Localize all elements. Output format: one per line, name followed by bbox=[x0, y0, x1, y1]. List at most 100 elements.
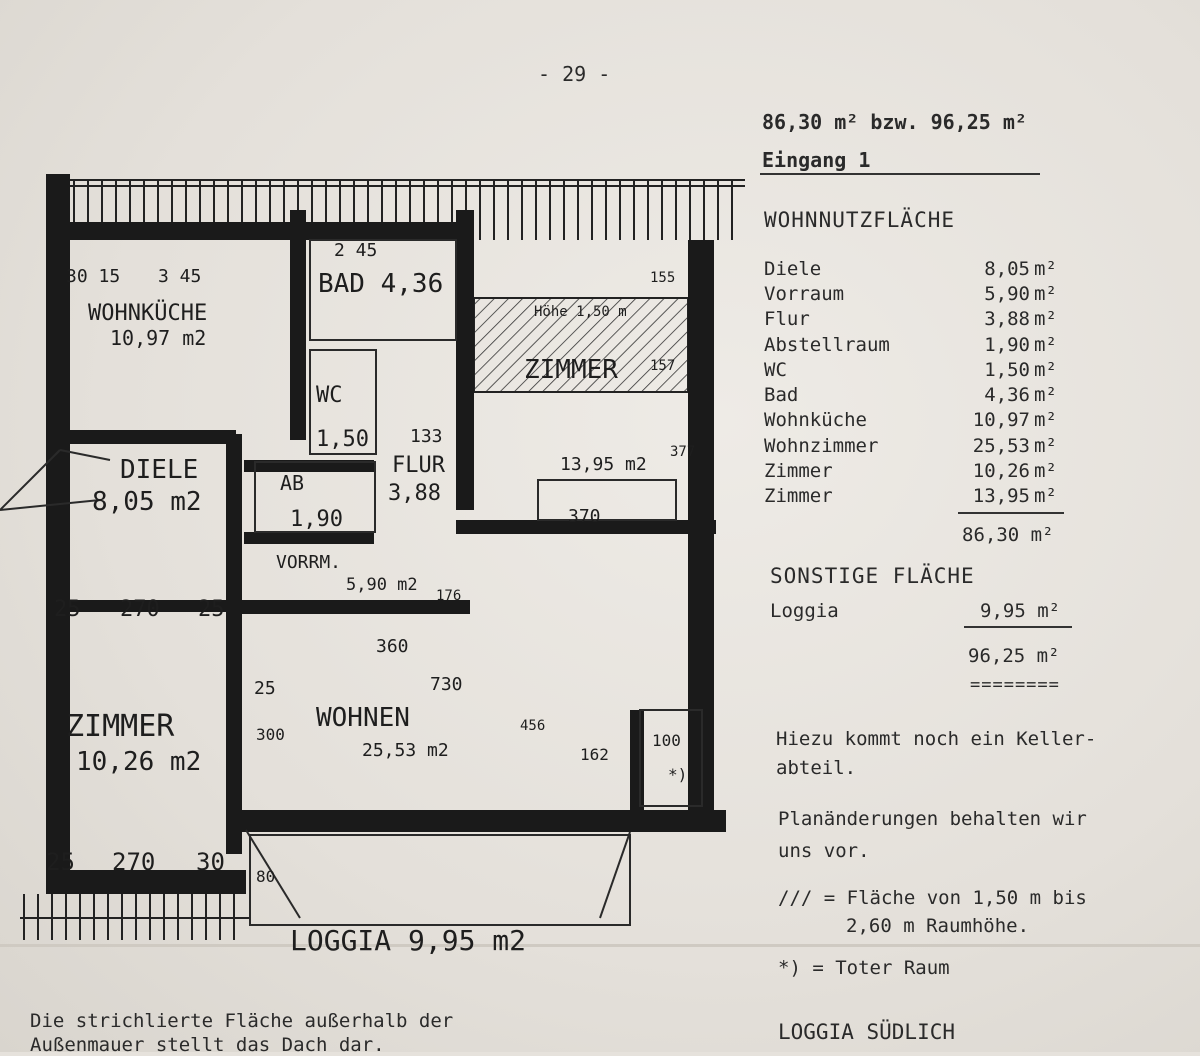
dim-label: 2 45 bbox=[334, 240, 377, 261]
dim-label: 456 bbox=[520, 718, 545, 734]
entrance-underline bbox=[760, 173, 1040, 175]
area-heading: 86,30 m² bzw. 96,25 m² bbox=[762, 110, 1027, 134]
dim-label: 270 bbox=[112, 848, 155, 876]
sum-line bbox=[958, 512, 1064, 514]
dim-label: 3 45 bbox=[158, 266, 201, 287]
area-row-value: 8,05 bbox=[984, 258, 1030, 280]
area-row-unit: m² bbox=[1034, 409, 1057, 431]
zimmer-south-label: ZIMMER bbox=[66, 709, 175, 744]
note-dead-space: *) = Toter Raum bbox=[778, 957, 950, 979]
loggia-orientation: LOGGIA SÜDLICH bbox=[778, 1020, 956, 1044]
roof-edge-top bbox=[46, 179, 745, 240]
area-row-value: 10,97 bbox=[972, 409, 1030, 431]
area-row-unit: m² bbox=[1034, 283, 1057, 305]
area-row-name: Bad bbox=[764, 384, 799, 406]
area-row-value: 13,95 bbox=[972, 485, 1030, 507]
dim-label: 133 bbox=[410, 426, 443, 447]
area-row-value: 5,90 bbox=[984, 283, 1030, 305]
zimmer-north-label: ZIMMER bbox=[524, 355, 618, 385]
vorrm-label: VORRM. bbox=[276, 552, 341, 573]
room-outlines bbox=[0, 239, 703, 926]
flur-area: 3,88 bbox=[388, 481, 441, 506]
footer-line-2: Außenmauer stellt das Dach dar. bbox=[30, 1034, 385, 1056]
note-aenderung-1: Planänderungen behalten wir bbox=[778, 808, 1087, 830]
area-row-value: 1,50 bbox=[984, 359, 1030, 381]
area-row-name: Wohnzimmer bbox=[764, 435, 879, 457]
dim-label: 370 bbox=[568, 506, 601, 527]
dimension-labels: 30 15 3 45 2 45 155 157 377 370 133 25 2… bbox=[46, 240, 695, 886]
dim-label: 25 bbox=[198, 597, 225, 622]
wohnen-area: 25,53 m2 bbox=[362, 740, 449, 761]
total-with-loggia: 96,25 m² bbox=[968, 645, 1060, 667]
area-row-name: Flur bbox=[764, 308, 810, 330]
area-row-name: WC bbox=[764, 359, 787, 381]
wohnen-label: WOHNEN bbox=[316, 703, 410, 733]
area-row-name: Abstellraum bbox=[764, 334, 890, 356]
dim-label: 25 bbox=[54, 597, 81, 622]
dim-label: 80 bbox=[256, 867, 275, 886]
dim-label: 270 bbox=[120, 597, 160, 622]
note-hatch-1: /// = Fläche von 1,50 m bis bbox=[778, 887, 1087, 909]
area-row-unit: m² bbox=[1034, 334, 1057, 356]
area-row-name: Zimmer bbox=[764, 460, 833, 482]
dim-label: 155 bbox=[650, 270, 675, 286]
wc-area: 1,50 bbox=[316, 427, 369, 452]
loggia-label: LOGGIA 9,95 m2 bbox=[290, 924, 526, 957]
dim-label: 100 bbox=[652, 731, 681, 750]
hoehe-label: Höhe 1,50 m bbox=[534, 304, 627, 320]
ab-label: AB bbox=[280, 471, 304, 495]
dim-label: 730 bbox=[430, 674, 463, 695]
area-total: 86,30 m² bbox=[962, 524, 1054, 546]
area-row-value: 1,90 bbox=[984, 334, 1030, 356]
area-row-unit: m² bbox=[1034, 485, 1057, 507]
paper-fold bbox=[0, 944, 1200, 947]
zimmer-north-area: 13,95 m2 bbox=[560, 454, 647, 475]
area-row-name: Diele bbox=[764, 258, 822, 280]
dim-label: 176 bbox=[436, 588, 461, 604]
dim-label: 360 bbox=[376, 636, 409, 657]
dim-label: 30 bbox=[196, 848, 225, 876]
area-row-name: Zimmer bbox=[764, 485, 833, 507]
note-keller-1: Hiezu kommt noch ein Keller- bbox=[776, 728, 1097, 750]
dim-label: 377 bbox=[670, 444, 695, 460]
double-rule: ======== bbox=[970, 675, 1060, 695]
note-aenderung-2: uns vor. bbox=[778, 840, 870, 862]
page-number: - 29 - bbox=[538, 62, 611, 86]
vorrm-area: 5,90 m2 bbox=[346, 575, 418, 595]
area-row-value: 10,26 bbox=[972, 460, 1030, 482]
dim-label: *) bbox=[668, 765, 687, 784]
loggia-row-value: 9,95 m² bbox=[980, 600, 1061, 622]
zimmer-south-area: 10,26 m2 bbox=[76, 747, 201, 777]
wohnnutzflaeche-title: WOHNNUTZFLÄCHE bbox=[764, 208, 956, 232]
loggia-row-name: Loggia bbox=[770, 600, 839, 622]
dim-label: 162 bbox=[580, 745, 609, 764]
room-labels: WOHNKÜCHE 10,97 m2 BAD 4,36 WC 1,50 ZIMM… bbox=[66, 269, 647, 957]
dim-label: 157 bbox=[650, 358, 675, 374]
area-row-name: Vorraum bbox=[764, 283, 845, 305]
entrance-label: Eingang 1 bbox=[762, 148, 871, 172]
dim-label: 25 bbox=[254, 678, 276, 699]
area-row-value: 3,88 bbox=[984, 308, 1030, 330]
area-row-unit: m² bbox=[1034, 359, 1057, 381]
flur-label: FLUR bbox=[392, 453, 446, 478]
wohnkueche-label: WOHNKÜCHE bbox=[88, 300, 207, 326]
dim-label: 300 bbox=[256, 725, 285, 744]
sum-line bbox=[964, 626, 1072, 628]
walls bbox=[46, 174, 726, 894]
floor-plan: WOHNKÜCHE 10,97 m2 BAD 4,36 WC 1,50 ZIMM… bbox=[0, 174, 745, 957]
area-row-unit: m² bbox=[1034, 258, 1057, 280]
area-row-unit: m² bbox=[1034, 460, 1057, 482]
bad-label: BAD 4,36 bbox=[318, 269, 443, 299]
area-row-name: Wohnküche bbox=[764, 409, 867, 431]
dim-label: 25 bbox=[46, 848, 75, 876]
area-row-unit: m² bbox=[1034, 435, 1057, 457]
roof-edge-bottom bbox=[20, 894, 250, 940]
area-row-value: 25,53 bbox=[972, 435, 1030, 457]
wohnkueche-area: 10,97 m2 bbox=[110, 326, 206, 350]
note-hatch-2: 2,60 m Raumhöhe. bbox=[846, 915, 1030, 937]
ab-area: 1,90 bbox=[290, 507, 343, 532]
diele-area: 8,05 m2 bbox=[92, 487, 202, 517]
dim-label: 30 15 bbox=[66, 266, 120, 287]
note-keller-2: abteil. bbox=[776, 757, 857, 779]
area-row-unit: m² bbox=[1034, 308, 1057, 330]
